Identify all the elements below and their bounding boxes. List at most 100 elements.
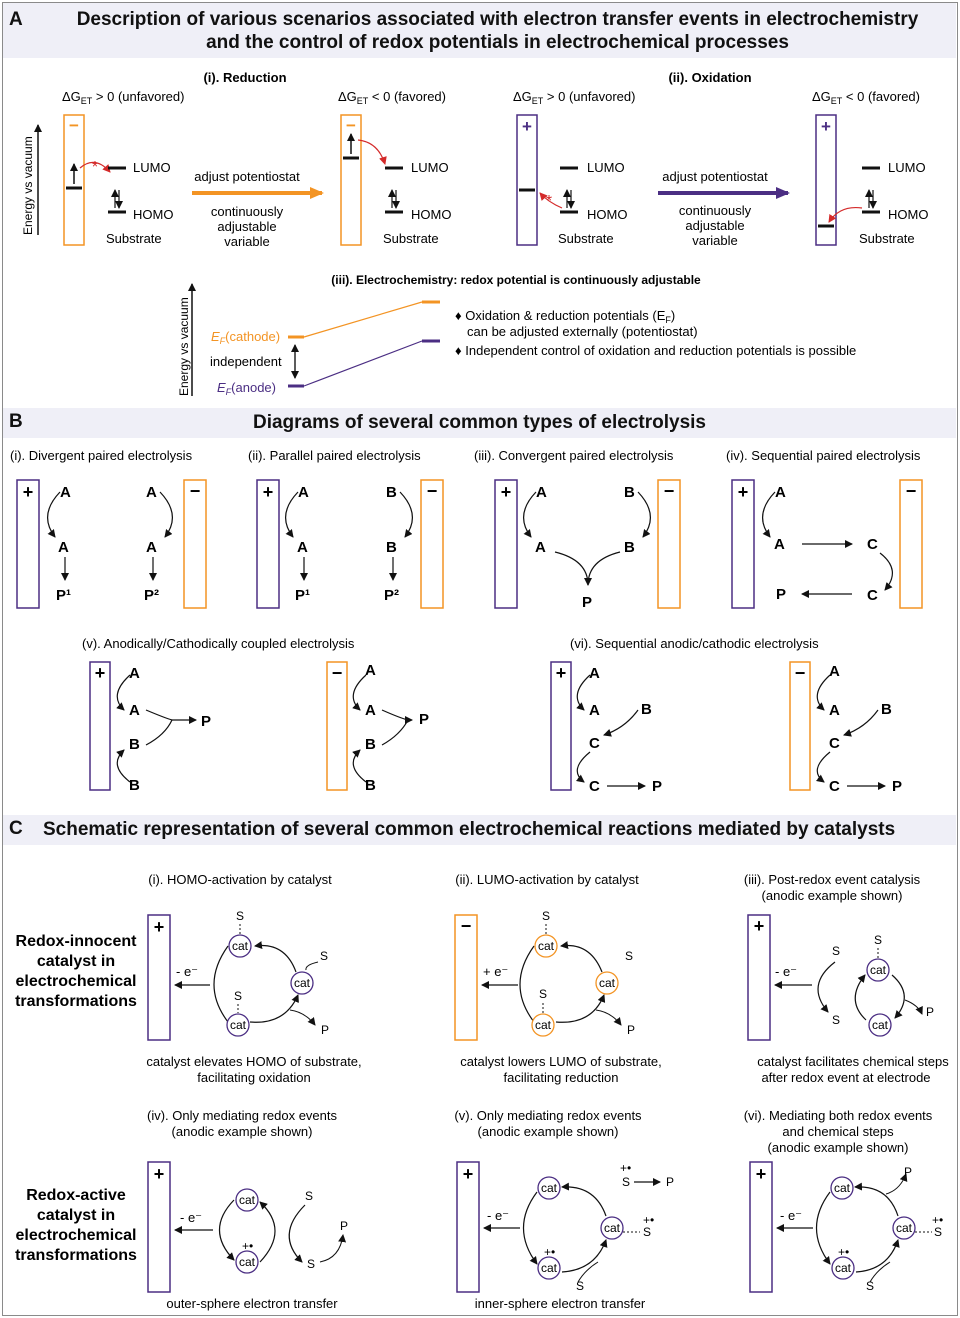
minus-e-label: - e⁻: [780, 1208, 802, 1223]
substrate-s: S: [542, 909, 550, 923]
section-c-diagram: (i). HOMO-activation by catalyst (ii). L…: [15, 872, 949, 1311]
c-iii-title-1: (iii). Post-redox event catalysis: [744, 872, 921, 887]
catalyst-node: [537, 1256, 561, 1280]
oxidation-arrow-b: [116, 749, 131, 783]
b-i-title: (i). Divergent paired electrolysis: [10, 448, 193, 463]
section-b-header: B Diagrams of several common types of el…: [3, 408, 956, 438]
section-a-header: A Description of various scenarios assoc…: [3, 3, 956, 58]
blocked-mark: *: [92, 159, 98, 176]
section-b-letter: B: [9, 411, 23, 432]
minus-sign: −: [461, 916, 472, 936]
c-vi-title-1: (vi). Mediating both redox events: [744, 1108, 933, 1123]
substrate-s: S: [236, 909, 244, 923]
plus-sign: +: [154, 917, 165, 937]
cat-label: cat: [232, 939, 249, 953]
oxidation-arrow: [47, 491, 61, 538]
converge-right: [584, 551, 621, 586]
species-b: B: [641, 701, 652, 718]
plus-sign: +: [522, 117, 532, 136]
c-ii-title: (ii). LUMO-activation by catalyst: [455, 872, 639, 887]
anode-electrode: [731, 479, 755, 609]
cycle-arc: [249, 994, 299, 1023]
reduction-arrow: [816, 674, 831, 711]
lumo-label: LUMO: [587, 160, 625, 175]
catalyst-node: [226, 1013, 250, 1037]
anode-potential-label: EF(anode): [217, 380, 276, 397]
product-p1: P¹: [56, 587, 71, 604]
substrate-s: S: [832, 944, 840, 958]
product-p: P: [627, 1023, 635, 1037]
cathode-potential-label: EF(cathode): [211, 329, 280, 346]
cat-radical-cation-charge: +•: [838, 1245, 849, 1259]
iii-title: (iii). Electrochemistry: redox potential…: [331, 273, 701, 287]
lumo-label: LUMO: [888, 160, 926, 175]
minus-e-label: - e⁻: [176, 964, 198, 979]
plus-sign: +: [756, 1164, 767, 1184]
cycle-arc: [815, 1191, 831, 1265]
redox-active-label: Redox-active catalyst in electrochemical…: [15, 1187, 137, 1264]
anode-electrode: [516, 114, 538, 246]
cat-label: cat: [604, 1221, 621, 1235]
section-a-title-line1: Description of various scenarios associa…: [76, 9, 919, 30]
plus-e-label: + e⁻: [483, 964, 508, 979]
product-p: P: [340, 1219, 348, 1233]
anode-electrode: [16, 479, 40, 609]
section-a-title: Description of various scenarios associa…: [43, 8, 952, 54]
cycle-arc: [854, 974, 867, 1021]
minus-sign: −: [664, 481, 675, 501]
species-b-radical: B: [129, 736, 140, 753]
cat-label: cat: [239, 1255, 256, 1269]
caption-iii-1: catalyst facilitates chemical steps: [757, 1054, 949, 1069]
substrate-s-radical-cation: S: [234, 989, 242, 1003]
substrate-label: Substrate: [383, 231, 439, 246]
adjustable-label: adjustable: [217, 219, 276, 234]
bullet-2: ♦ Independent control of oxidation and r…: [455, 343, 856, 358]
variable-label: variable: [224, 234, 270, 249]
substrate-label: Substrate: [106, 231, 162, 246]
species-a: A: [536, 484, 547, 501]
species-a: A: [146, 484, 157, 501]
dg-label-reduction-unfavored: ΔGET > 0 (unfavored): [62, 89, 184, 106]
svg-text:transformations: transformations: [15, 993, 137, 1010]
c-vi-title-2: and chemical steps: [782, 1124, 894, 1139]
blocked-mark: *: [546, 193, 552, 210]
svg-text:Redox-active: Redox-active: [26, 1187, 126, 1204]
anode-electrode: [747, 914, 771, 1041]
catalyst-node: [235, 1250, 259, 1274]
anode-electrode: [749, 1161, 773, 1293]
plus-sign: +: [463, 1164, 474, 1184]
cycle-arc: [561, 1239, 608, 1273]
species-a-radical: A: [829, 702, 840, 719]
species-a-radical: A: [774, 536, 785, 553]
anode-electrode: [147, 1161, 171, 1293]
anode-electrode: [494, 479, 518, 609]
species-a-radical: A: [589, 702, 600, 719]
cat-radical-cation-charge: +•: [242, 1239, 253, 1253]
substrate-s: S: [934, 1225, 942, 1239]
species-a-radical: A: [129, 702, 140, 719]
plus-sign: +: [738, 482, 749, 502]
minus-e-label: - e⁻: [487, 1208, 509, 1223]
homo-label: HOMO: [888, 207, 928, 222]
species-c-radical: C: [589, 735, 600, 752]
oxidation-title: (ii). Oxidation: [668, 70, 751, 85]
substrate-label: Substrate: [859, 231, 915, 246]
catalyst-node: [228, 934, 252, 958]
plus-sign: +: [556, 663, 567, 683]
caption-ii-1: catalyst lowers LUMO of substrate,: [460, 1054, 662, 1069]
cat-bound-s-charge: +•: [932, 1213, 943, 1227]
plus-sign: +: [263, 482, 274, 502]
cathode-electrode: [340, 114, 362, 246]
plus-sign: +: [754, 916, 765, 936]
cat-label: cat: [834, 1181, 851, 1195]
species-a: A: [60, 484, 71, 501]
species-c-radical: C: [829, 735, 840, 752]
c-iv-title-2: (anodic example shown): [172, 1124, 313, 1139]
lumo-label: LUMO: [133, 160, 171, 175]
substrate-s-radical-cation: S: [622, 1175, 630, 1189]
oxidation-arrow-c: [576, 751, 591, 783]
catalyst-node: [290, 971, 314, 995]
cat-radical-cation-charge: +•: [544, 1245, 555, 1259]
species-a-radical-cation: A: [58, 539, 69, 556]
couple-bottom: [145, 719, 173, 746]
